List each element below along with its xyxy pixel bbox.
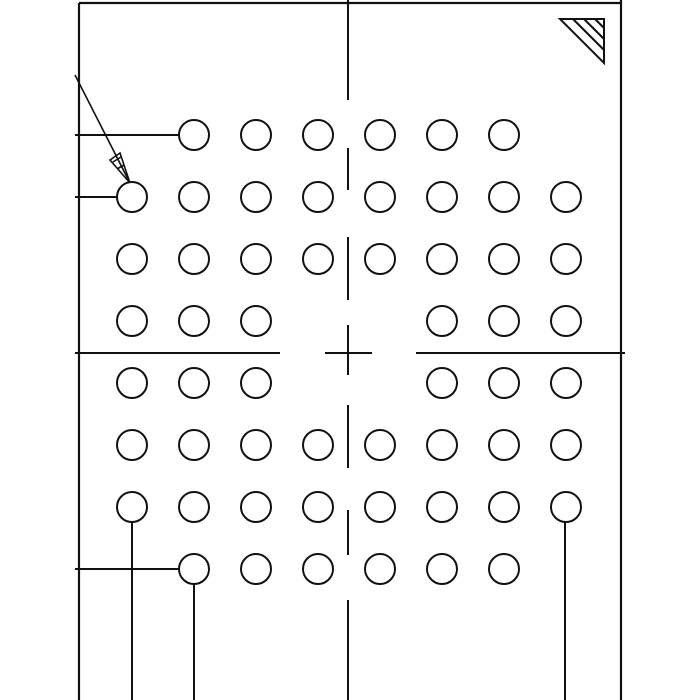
- solder-ball: [364, 491, 396, 523]
- solder-ball: [240, 305, 272, 337]
- solder-ball: [364, 119, 396, 151]
- solder-ball: [240, 367, 272, 399]
- solder-ball: [178, 181, 210, 213]
- solder-ball: [116, 367, 148, 399]
- solder-ball: [116, 181, 148, 213]
- solder-ball: [364, 429, 396, 461]
- solder-ball: [426, 305, 458, 337]
- solder-ball: [488, 243, 520, 275]
- solder-ball: [488, 181, 520, 213]
- solder-ball: [364, 243, 396, 275]
- solder-ball: [240, 429, 272, 461]
- solder-ball: [240, 181, 272, 213]
- dimension-leaders: [75, 134, 566, 700]
- solder-ball: [178, 553, 210, 585]
- pin1-arrow-icon: [74, 74, 131, 184]
- solder-ball: [240, 491, 272, 523]
- solder-ball: [488, 429, 520, 461]
- solder-ball: [302, 553, 334, 585]
- solder-ball: [116, 243, 148, 275]
- solder-ball: [426, 553, 458, 585]
- solder-ball: [178, 243, 210, 275]
- solder-ball: [426, 429, 458, 461]
- solder-ball: [302, 181, 334, 213]
- solder-ball: [302, 119, 334, 151]
- solder-ball: [178, 429, 210, 461]
- solder-ball: [240, 553, 272, 585]
- package-outline: [77, 0, 623, 700]
- solder-ball: [426, 181, 458, 213]
- solder-ball: [240, 243, 272, 275]
- solder-ball: [116, 491, 148, 523]
- solder-ball: [178, 367, 210, 399]
- solder-ball: [364, 553, 396, 585]
- solder-ball: [488, 553, 520, 585]
- solder-ball: [550, 367, 582, 399]
- solder-ball: [426, 491, 458, 523]
- solder-ball: [426, 119, 458, 151]
- solder-ball: [302, 243, 334, 275]
- ball-grid: [116, 119, 582, 585]
- solder-ball: [364, 181, 396, 213]
- solder-ball: [488, 491, 520, 523]
- solder-ball: [178, 491, 210, 523]
- solder-ball: [426, 367, 458, 399]
- solder-ball: [178, 119, 210, 151]
- solder-ball: [488, 305, 520, 337]
- solder-ball: [550, 429, 582, 461]
- solder-ball: [426, 243, 458, 275]
- pin1-marker-icon: [557, 18, 605, 66]
- solder-ball: [116, 429, 148, 461]
- solder-ball: [116, 305, 148, 337]
- solder-ball: [488, 119, 520, 151]
- solder-ball: [550, 181, 582, 213]
- solder-ball: [240, 119, 272, 151]
- solder-ball: [302, 429, 334, 461]
- solder-ball: [302, 491, 334, 523]
- solder-ball: [550, 243, 582, 275]
- solder-ball: [550, 305, 582, 337]
- solder-ball: [488, 367, 520, 399]
- solder-ball: [550, 491, 582, 523]
- center-lines: [75, 0, 625, 700]
- solder-ball: [178, 305, 210, 337]
